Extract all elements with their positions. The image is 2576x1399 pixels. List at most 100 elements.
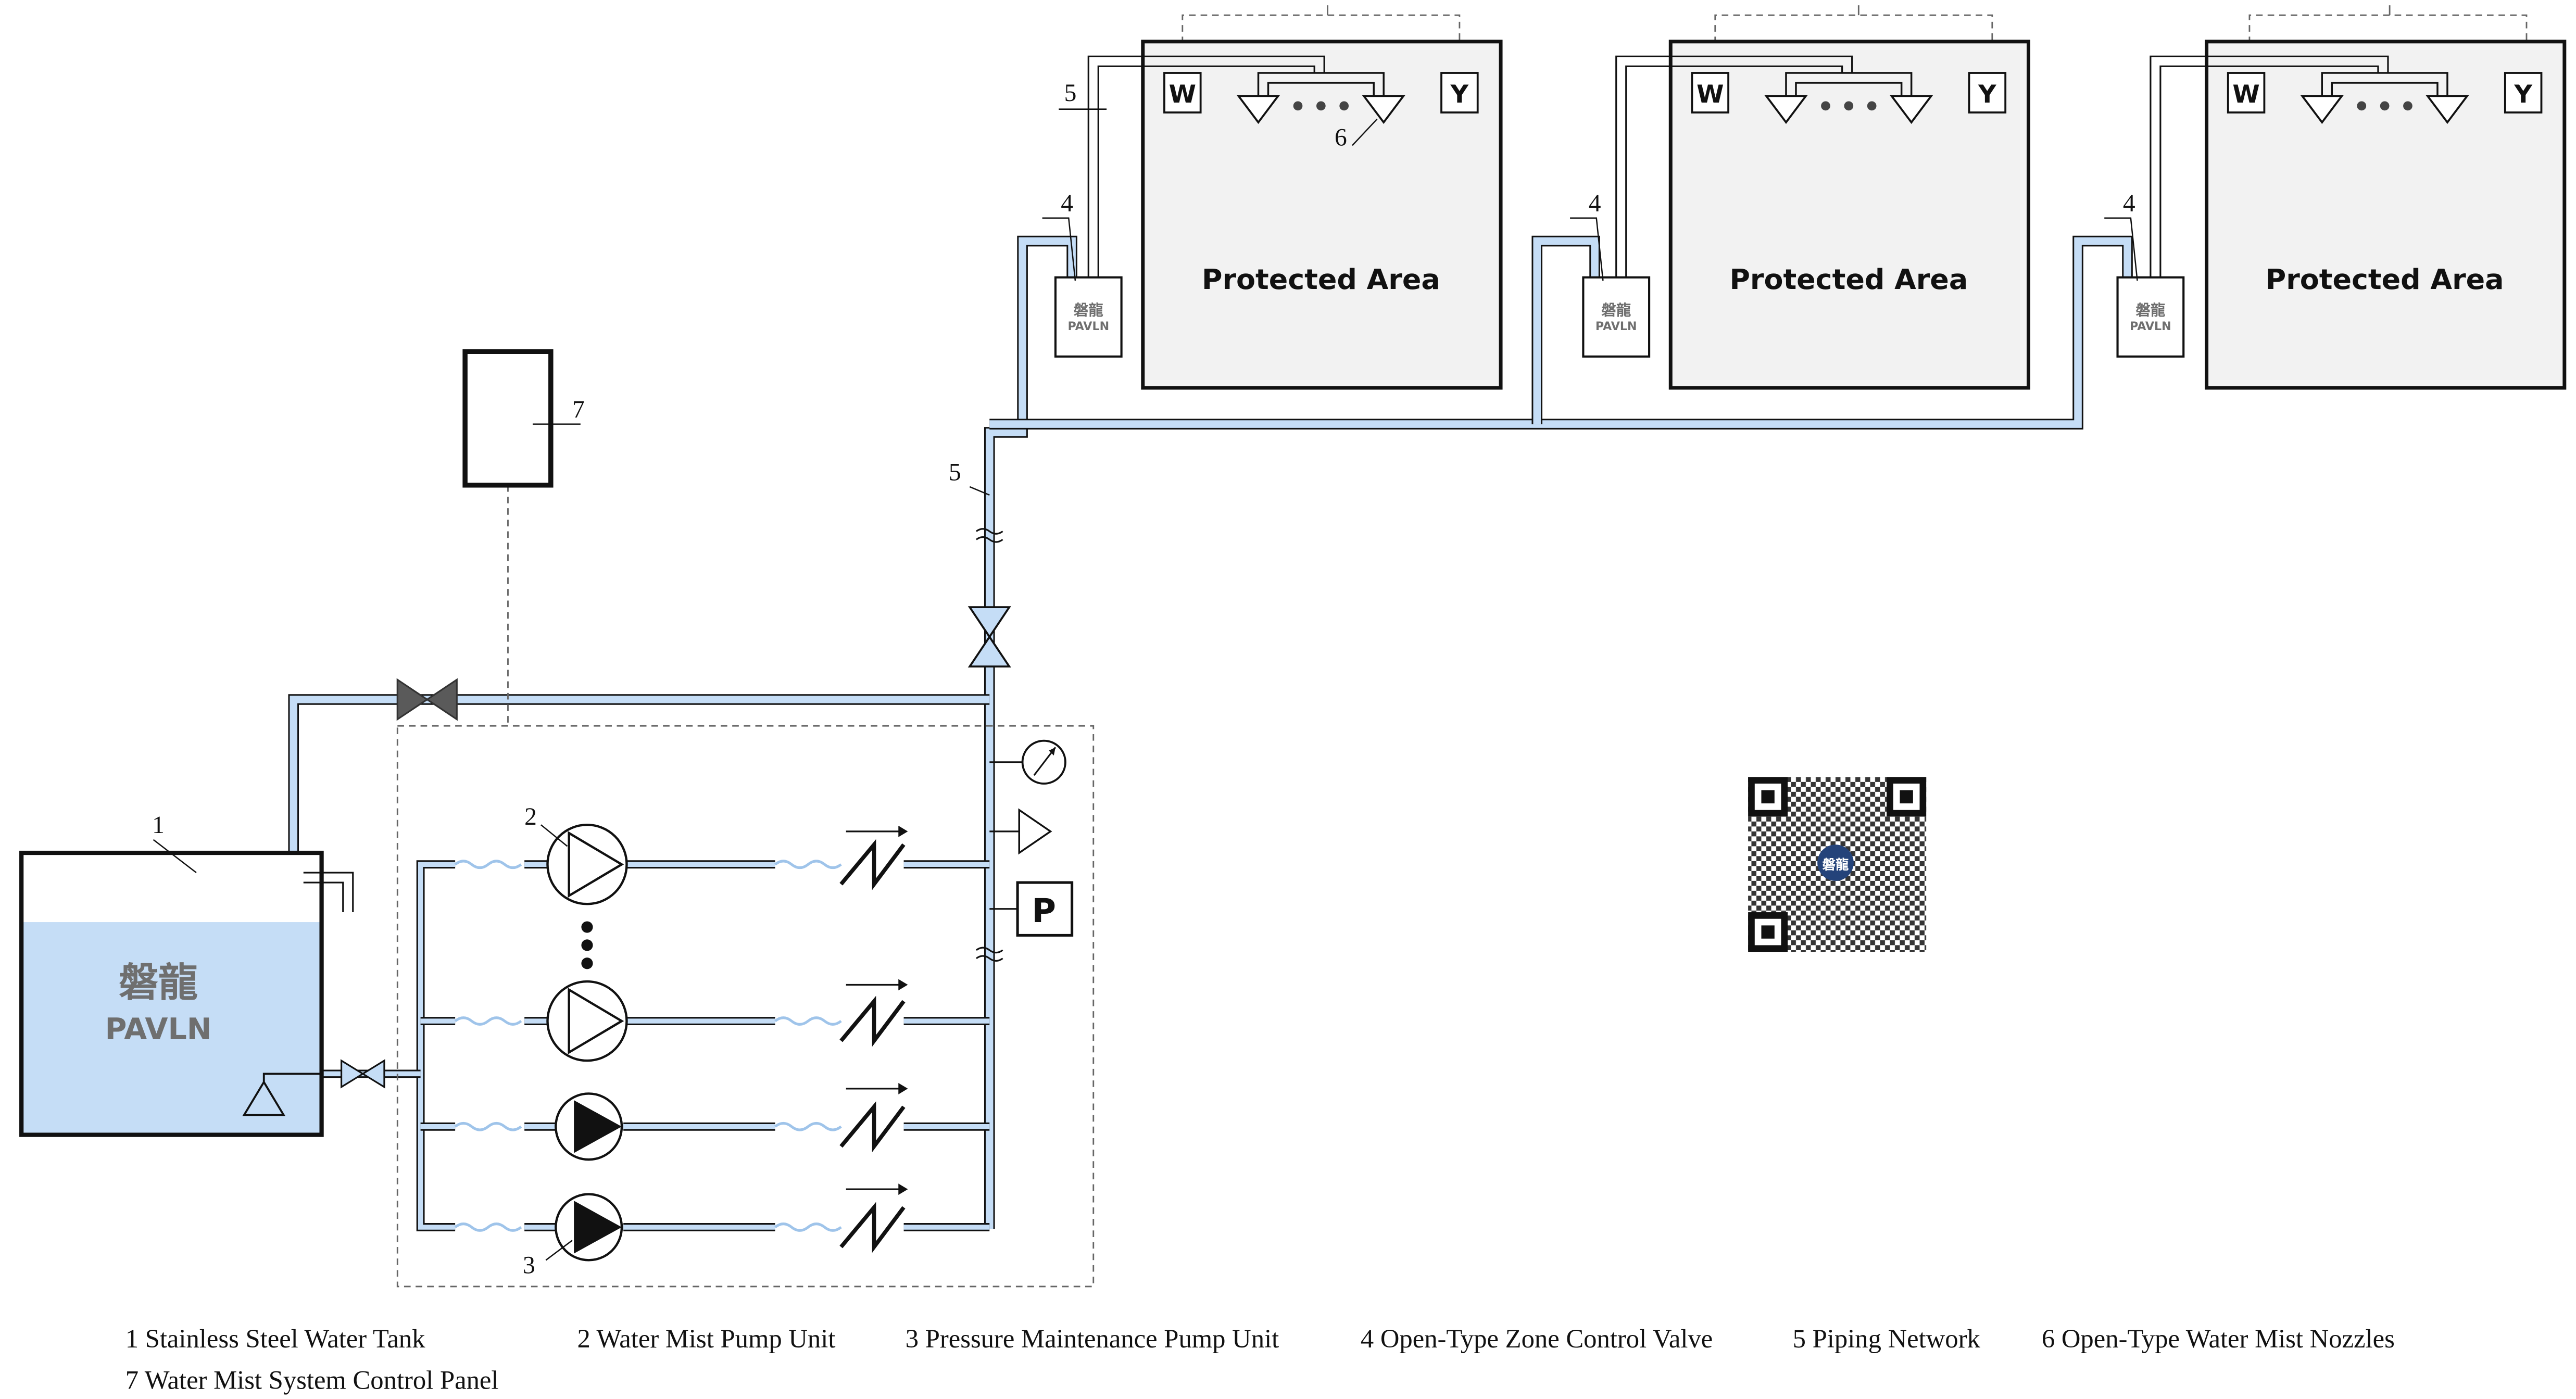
pump2-leader-line [541, 824, 568, 847]
valve-number: 4 [2123, 190, 2135, 217]
pressure-switch-label: P [1032, 891, 1056, 930]
smoke-detector-label: W [1169, 80, 1196, 109]
legend-item-3: 3 Pressure Maintenance Pump Unit [906, 1324, 1279, 1353]
more-nozzles-dot [1293, 101, 1303, 111]
more-nozzles-dot [2403, 101, 2412, 111]
nozzle-icon [2300, 95, 2344, 124]
nozzle-manifold [2321, 72, 2448, 96]
nozzle-icon [1236, 95, 1280, 124]
riser-valve [967, 606, 1011, 668]
zone-feed-pipe [2150, 55, 2389, 278]
heat-detector-box [1440, 72, 1479, 114]
valve-leader-line [1042, 217, 1076, 281]
zone-control-valve [1582, 276, 1651, 358]
water-tank: 磐龍 PAVLN 1 [19, 812, 354, 1137]
maintenance-pump-number: 3 [523, 1252, 535, 1279]
pipe-break-symbols [975, 528, 1003, 962]
nozzle-icon [2426, 95, 2469, 124]
riser-pipe-number: 5 [949, 459, 961, 486]
heat-detector-label: Y [1450, 80, 1469, 109]
riser-leader-line [969, 486, 990, 496]
valve-logo-cn: 磐龍 [1601, 302, 1631, 319]
main-riser-pipe [984, 235, 1077, 1229]
more-nozzles-dot [1821, 101, 1830, 111]
zone-control-valve [2116, 276, 2185, 358]
relief-valve-icon [1018, 808, 1052, 855]
piping-network [288, 235, 2133, 1232]
tank-overflow-pipe [303, 872, 354, 913]
main-pump-1 [546, 823, 628, 905]
pumps: 2 3 [523, 803, 628, 1279]
more-nozzles-dot [1867, 101, 1877, 111]
valve-logo-cn: 磐龍 [1074, 302, 1104, 319]
check-valve-4 [839, 1183, 908, 1253]
protected-area-label: Protected Area [1729, 263, 1968, 296]
qr-code: 磐龍 [1748, 777, 1927, 952]
control-panel-box [462, 349, 554, 488]
tank-suction-strainer [242, 1080, 286, 1116]
zone-control-valve [1054, 276, 1123, 358]
legend-item-5: 5 Piping Network [1793, 1324, 1981, 1353]
discharge-pipes [623, 860, 990, 1231]
tank-water [21, 922, 322, 1135]
qr-center-logo [1817, 845, 1854, 881]
check-valve-1 [839, 825, 908, 890]
control-panel-number: 7 [572, 396, 585, 423]
heat-detector-box [1968, 72, 2007, 114]
qr-logo-text: 磐龍 [1823, 857, 1849, 873]
valve-logo-en: PAVLN [1067, 320, 1109, 333]
nozzle-icon [1362, 95, 1405, 124]
check-valve-2 [839, 979, 908, 1047]
tank-logo-en: PAVLN [105, 1012, 212, 1047]
legend-item-1: 1 Stainless Steel Water Tank [125, 1324, 425, 1353]
valve-number: 4 [1589, 190, 1601, 217]
maintenance-pump-2 [555, 1193, 623, 1262]
more-pumps-dots [581, 921, 593, 969]
valve-logo-en: PAVLN [2130, 320, 2171, 333]
check-valve-3 [839, 1083, 908, 1153]
more-nozzles-dot [2380, 101, 2390, 111]
valve-leader-line [2104, 217, 2138, 281]
main-pump-number: 2 [524, 803, 537, 830]
heat-detector-box [2504, 72, 2543, 114]
more-nozzles-dot [2357, 101, 2367, 111]
pump-unit-frame [396, 725, 1095, 1288]
legend-item-2: 2 Water Mist Pump Unit [577, 1324, 835, 1353]
tank-number: 1 [152, 812, 165, 839]
pressure-gauge-icon [1021, 739, 1066, 785]
pressure-switch-box [1016, 881, 1074, 937]
pipe-number: 5 [1064, 80, 1077, 107]
check-valves [839, 825, 908, 1253]
smoke-detector-label: W [2232, 80, 2259, 109]
zone-feed-pipe [1087, 55, 1325, 278]
smoke-detector-label: W [1697, 80, 1724, 109]
nozzle-number: 6 [1335, 124, 1347, 151]
riser-instruments: P 5 [949, 459, 1074, 937]
heat-detector-label: Y [2514, 80, 2532, 109]
flexible-hoses [454, 860, 842, 1232]
valve-logo-cn: 磐龍 [2135, 302, 2165, 319]
signal-ticks [1327, 5, 2391, 16]
smoke-detector-box [1691, 72, 1730, 114]
legend-item-4: 4 Open-Type Zone Control Valve [1361, 1324, 1713, 1353]
smoke-detector-box [2227, 72, 2266, 114]
main-pump-2 [546, 980, 628, 1062]
suction-manifold [323, 860, 558, 1231]
protected-area-label: Protected Area [1202, 263, 1440, 296]
nozzle-leader-line [1352, 118, 1378, 146]
more-nozzles-dot [1844, 101, 1854, 111]
legend: 1 Stainless Steel Water Tank 2 Water Mis… [125, 1324, 2395, 1394]
tank-logo-cn: 磐龍 [119, 960, 198, 1006]
suction-valve [341, 1059, 385, 1089]
return-valve [396, 678, 458, 721]
nozzle-manifold [1257, 72, 1385, 96]
nozzle-manifold [1785, 72, 1913, 96]
nozzle-icon [1764, 95, 1808, 124]
zone-feed-pipe [1615, 55, 1853, 278]
tank-leader-line [153, 839, 197, 874]
maintenance-pump-1 [555, 1092, 623, 1161]
